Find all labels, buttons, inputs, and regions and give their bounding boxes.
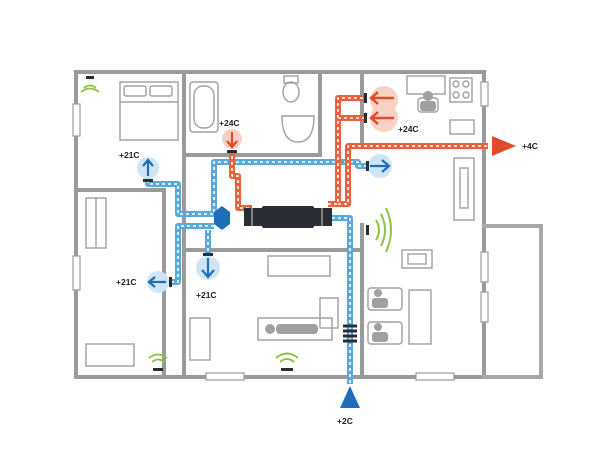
toilet-icon	[282, 75, 300, 103]
bed-icon	[119, 81, 179, 141]
hall-shelf	[267, 255, 331, 277]
sensor-hallway-wifi-wave-icon	[275, 352, 299, 371]
intake-temperature-label: +2C	[337, 416, 353, 426]
tall-cabinet-icon	[453, 157, 475, 221]
bathroom-temperature-label: +24C	[219, 118, 240, 128]
exhaust-arrow-icon	[492, 136, 516, 156]
person-kitchen-icon	[420, 91, 436, 111]
bedroom-supply-arrow-icon	[137, 157, 159, 179]
sensor-west-room-wifi-wave-icon	[148, 353, 168, 371]
kitchen-temperature-label: +24C	[398, 124, 419, 134]
bench-icon	[257, 317, 333, 341]
furniture	[85, 75, 475, 367]
hall-cabinet	[319, 297, 339, 329]
walls	[74, 70, 543, 379]
shoe-cabinet	[189, 317, 211, 361]
recuperator-unit-icon	[214, 206, 332, 230]
coffee-table	[408, 289, 432, 345]
bedroom-temperature-label: +21C	[119, 150, 140, 160]
sofa-icon	[367, 287, 403, 345]
sensor-top-left-wifi-wave-icon	[80, 76, 100, 93]
people	[265, 91, 436, 342]
west-room-temperature-label: +21C	[116, 277, 137, 287]
duct-valves	[143, 93, 369, 287]
person-sitting-icon	[372, 323, 388, 342]
sensor-living-room-wifi-wave-icon	[375, 207, 392, 253]
tv-icon	[401, 249, 433, 269]
hallway-supply-arrow-icon	[196, 256, 220, 280]
person-lying-icon	[265, 324, 318, 334]
living-room-supply-arrow-icon	[368, 154, 392, 178]
intake-coil-icon	[343, 324, 357, 343]
exhaust-temperature-label: +4C	[522, 141, 538, 151]
kitchen-extract-arrow-icon	[369, 86, 398, 132]
intake-arrow-icon	[340, 386, 360, 408]
bathroom-extract-arrow-icon	[222, 129, 242, 149]
bathtub-icon	[189, 81, 219, 133]
stove-icon	[449, 77, 473, 103]
kitchen-counter	[449, 119, 475, 135]
desk	[85, 343, 135, 367]
person-sitting-icon	[372, 289, 388, 308]
sink-icon	[281, 115, 315, 143]
windows	[72, 81, 489, 381]
wardrobe-icon	[85, 197, 107, 249]
hallway-temperature-label: +21C	[196, 290, 217, 300]
west-room-supply-arrow-icon	[147, 271, 169, 293]
extract-ducts	[229, 95, 488, 211]
